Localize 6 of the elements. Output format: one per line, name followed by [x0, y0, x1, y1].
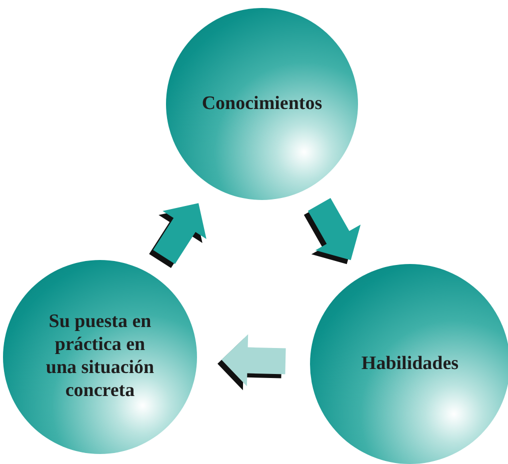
block-arrow	[153, 203, 206, 264]
block-arrow	[308, 198, 361, 260]
node-label: Conocimientos	[200, 92, 324, 116]
node-label: Su puesta en práctica en una situación concreta	[45, 311, 155, 403]
node-label: Habilidades	[360, 352, 460, 376]
block-arrow	[222, 334, 286, 386]
